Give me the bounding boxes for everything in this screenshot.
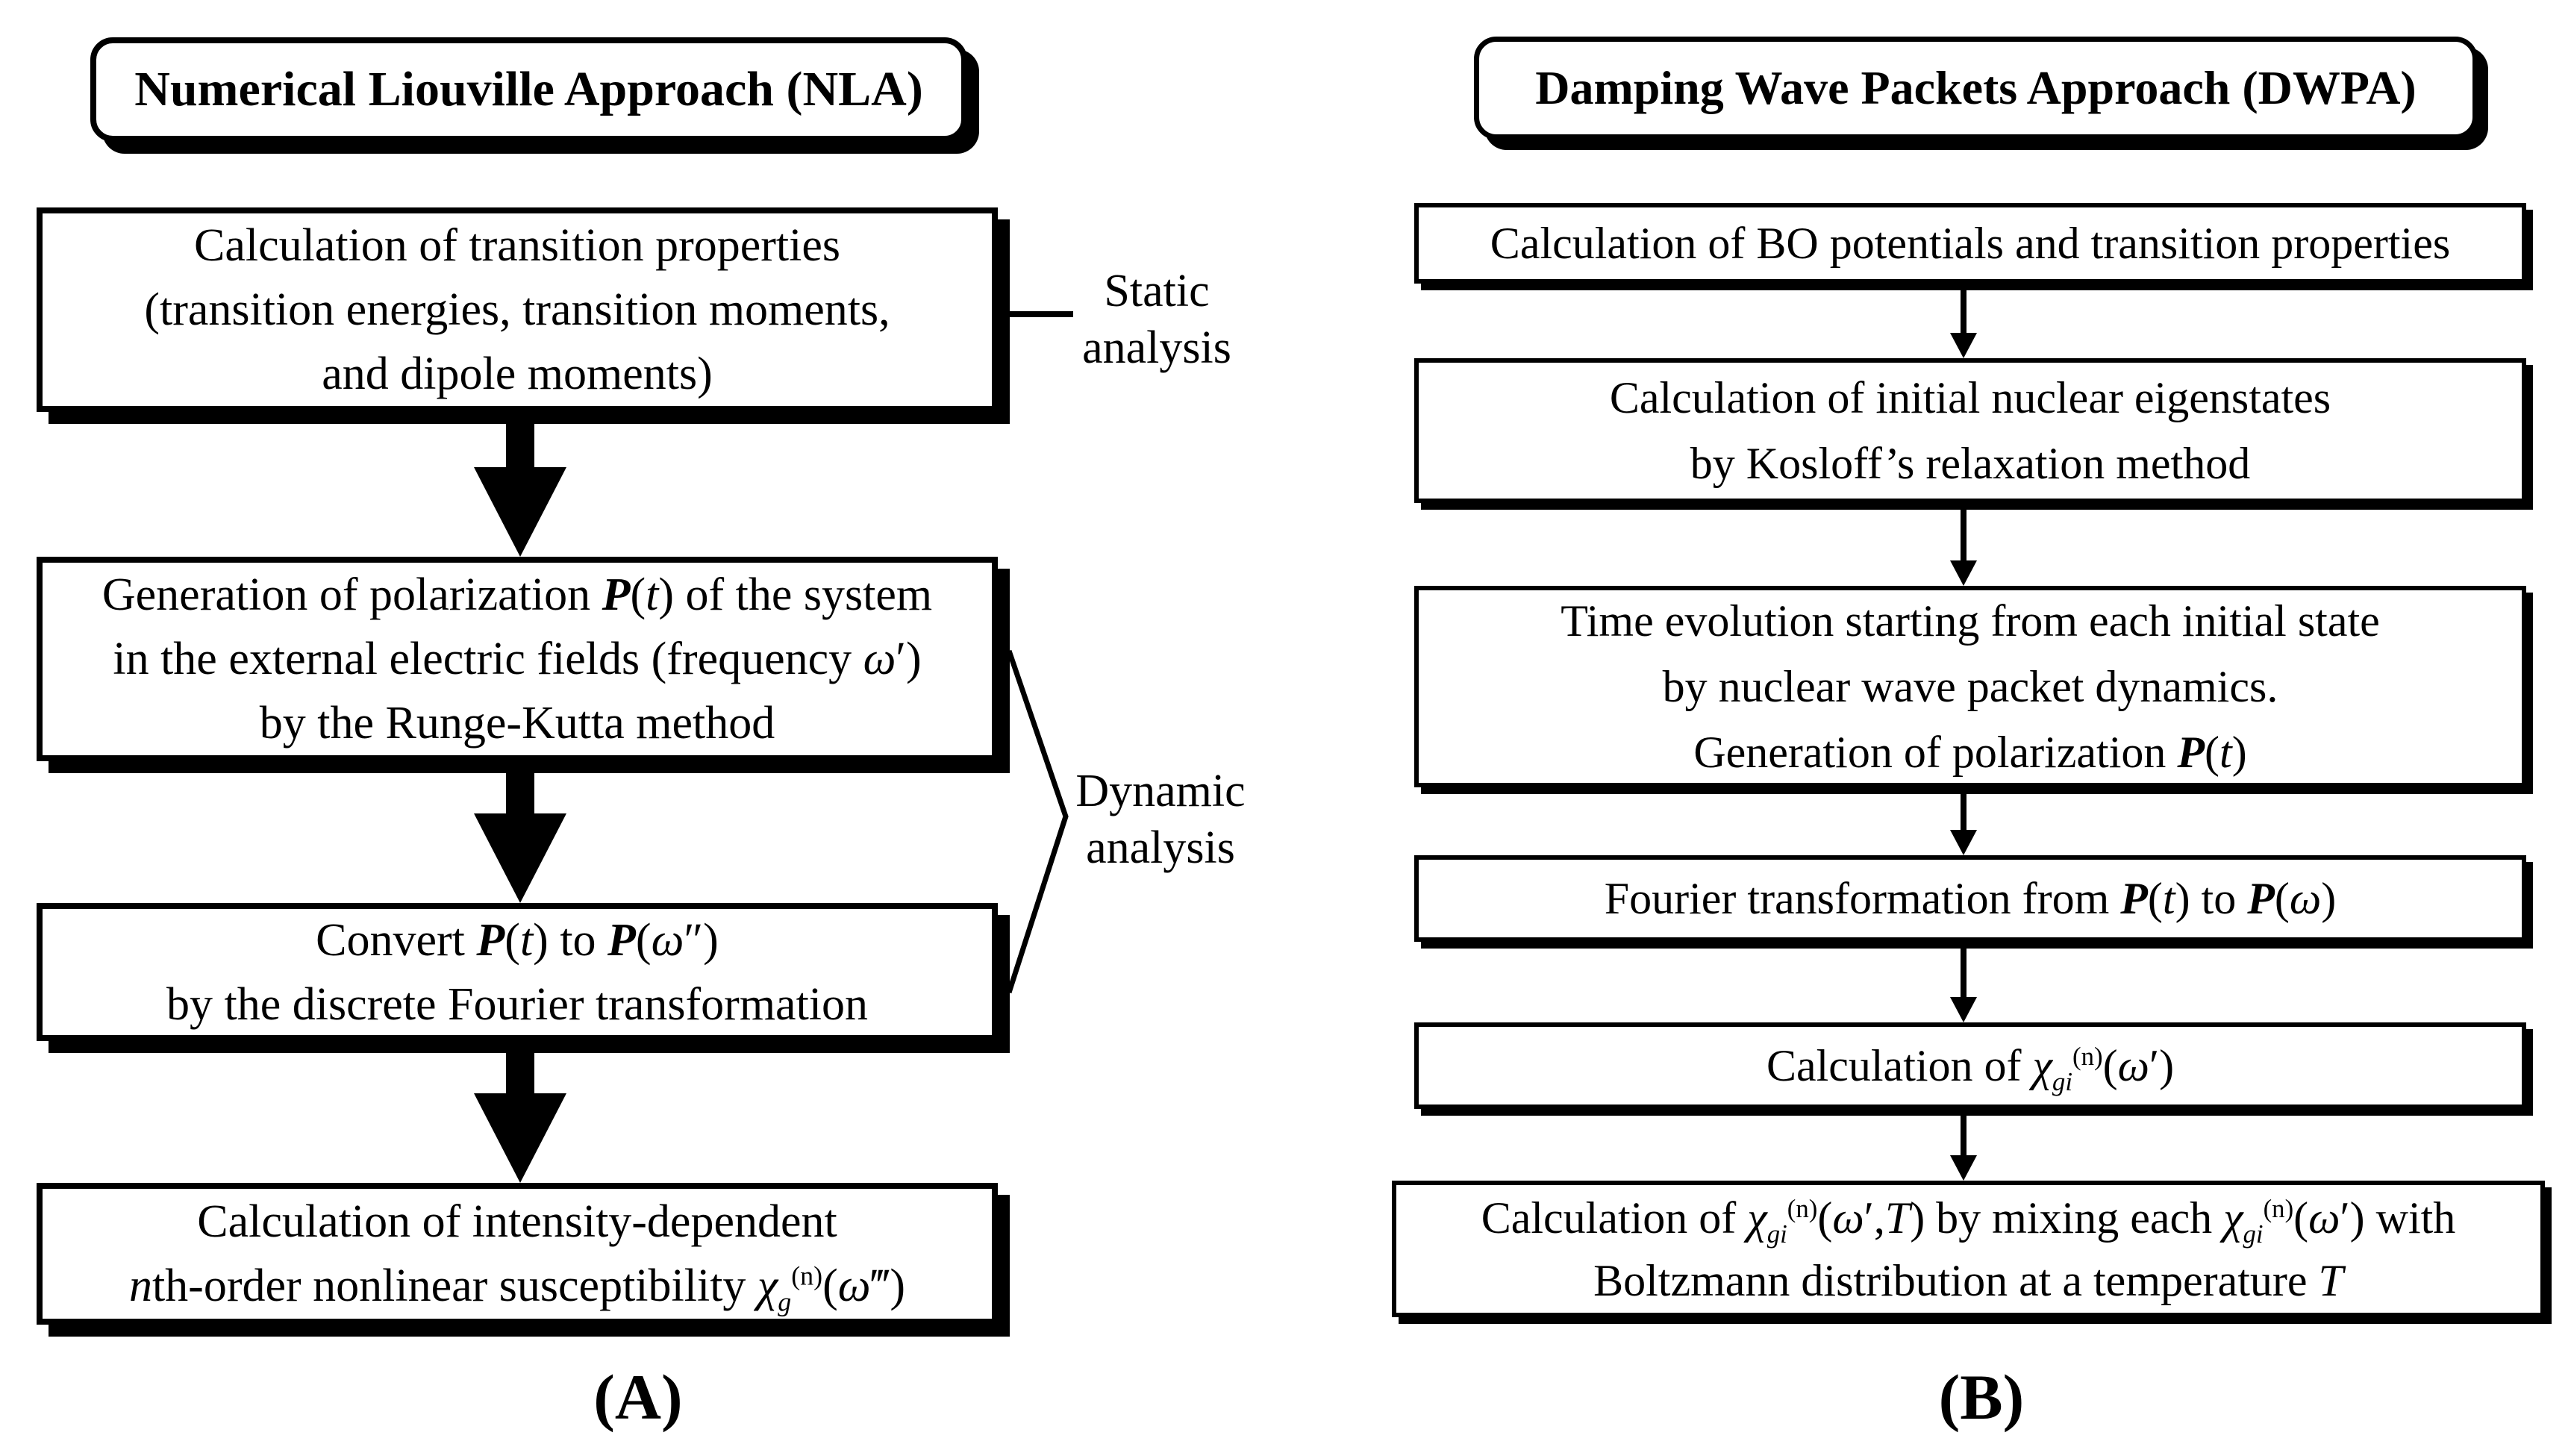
nla-title-text: Numerical Liouville Approach (NLA) [134, 62, 923, 116]
dynamic-analysis-label: Dynamic analysis [1060, 763, 1261, 876]
box-line: and dipole moments) [322, 349, 713, 399]
box-line: Calculation of intensity-dependent [197, 1196, 837, 1247]
box-line: Calculation of χgi(n)(ω′,T) by mixing ea… [1481, 1193, 2456, 1249]
caption-B: (B) [1938, 1361, 2025, 1433]
box-line: Boltzmann distribution at a temperature … [1593, 1255, 2343, 1305]
static-analysis-line2: analysis [1082, 322, 1231, 373]
down-arrow-icon [1950, 830, 1977, 855]
box-line: nth-order nonlinear susceptibility χg(n)… [128, 1260, 906, 1317]
box-line: Convert P(t) to P(ω″) [316, 914, 719, 966]
box-line: Fourier transformation from P(t) to P(ω) [1604, 874, 2337, 923]
down-arrow-icon [1950, 333, 1977, 358]
box-line: by Kosloff’s relaxation method [1690, 439, 2251, 488]
box-line: in the external electric fields (frequen… [113, 634, 922, 684]
down-arrow-icon [474, 813, 566, 903]
dynamic-analysis-brace [1006, 649, 1069, 994]
down-arrow-icon [1950, 560, 1977, 586]
down-arrow-stem [1961, 284, 1966, 334]
box-line: Generation of polarization P(t) [1693, 728, 2247, 777]
static-analysis-label: Static analysis [1045, 263, 1269, 376]
box-line: Calculation of transition properties [193, 220, 841, 271]
nla-box-polarization-generation: Generation of polarization P(t) of the s… [37, 557, 998, 761]
caption-A: (A) [593, 1361, 683, 1433]
dwpa-title-text: Damping Wave Packets Approach (DWPA) [1535, 61, 2417, 114]
static-analysis-line1: Static [1104, 266, 1210, 316]
down-arrow-icon [1950, 997, 1977, 1022]
down-arrow-stem [1961, 787, 1966, 831]
dynamic-analysis-line1: Dynamic [1075, 766, 1246, 816]
box-line: Generation of polarization P(t) of the s… [101, 569, 933, 620]
nla-box-fourier-convert: Convert P(t) to P(ω″) by the discrete Fo… [37, 903, 998, 1041]
nla-box-susceptibility: Calculation of intensity-dependent nth-o… [37, 1183, 998, 1325]
nla-title-box: Numerical Liouville Approach (NLA) [90, 37, 967, 142]
box-line: by the Runge-Kutta method [259, 698, 775, 749]
dwpa-box-bo-potentials: Calculation of BO potentials and transit… [1414, 203, 2526, 284]
dwpa-box-chi-calculation: Calculation of χgi(n)(ω′) [1414, 1022, 2526, 1109]
down-arrow-icon [474, 1093, 566, 1183]
dwpa-box-fourier-transformation: Fourier transformation from P(t) to P(ω) [1414, 855, 2526, 942]
dwpa-box-time-evolution: Time evolution starting from each initia… [1414, 586, 2526, 787]
static-analysis-connector-line [1009, 311, 1073, 317]
down-arrow-stem [1961, 942, 1966, 999]
box-line: (transition energies, transition moments… [144, 284, 890, 335]
down-arrow-icon [1950, 1155, 1977, 1181]
nla-box-transition-properties: Calculation of transition properties (tr… [37, 207, 998, 412]
box-line: Calculation of initial nuclear eigenstat… [1609, 373, 2331, 422]
box-line: Time evolution starting from each initia… [1561, 596, 2380, 646]
down-arrow-stem [506, 415, 534, 469]
dwpa-title-box: Damping Wave Packets Approach (DWPA) [1474, 37, 2478, 140]
box-line: Calculation of BO potentials and transit… [1490, 219, 2451, 268]
box-line: Calculation of χgi(n)(ω′) [1766, 1041, 2175, 1096]
down-arrow-stem [506, 764, 534, 815]
down-arrow-stem [1961, 503, 1966, 562]
down-arrow-stem [506, 1044, 534, 1095]
box-line: by nuclear wave packet dynamics. [1662, 662, 2278, 711]
box-line: by the discrete Fourier transformation [166, 978, 869, 1030]
dwpa-box-nuclear-eigenstates: Calculation of initial nuclear eigenstat… [1414, 358, 2526, 503]
down-arrow-stem [1961, 1109, 1966, 1157]
dynamic-analysis-line2: analysis [1086, 822, 1235, 873]
dwpa-box-boltzmann-mixing: Calculation of χgi(n)(ω′,T) by mixing ea… [1392, 1181, 2545, 1317]
down-arrow-icon [474, 467, 566, 557]
